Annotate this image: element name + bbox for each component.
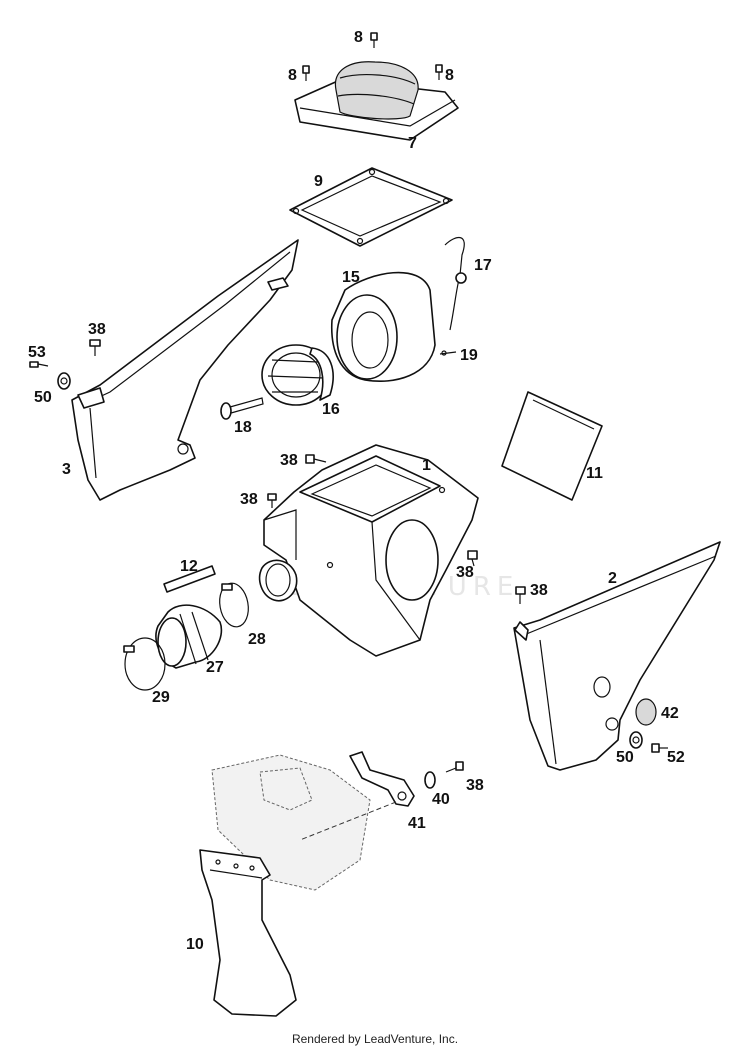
washer-40[interactable] xyxy=(424,771,436,789)
filter-card-11[interactable] xyxy=(501,391,603,501)
filter-cage[interactable] xyxy=(261,344,334,406)
washer-50-left[interactable] xyxy=(57,372,71,390)
callout-38: 38 xyxy=(530,582,548,599)
bolt-38-left[interactable] xyxy=(89,339,101,356)
callout-18: 18 xyxy=(234,419,252,436)
bolt-53[interactable] xyxy=(29,361,49,368)
callout-50: 50 xyxy=(616,749,634,766)
left-side-panel[interactable] xyxy=(71,239,299,501)
callout-10: 10 xyxy=(186,936,204,953)
callout-16: 16 xyxy=(322,401,340,418)
callout-28: 28 xyxy=(248,631,266,648)
bolt-38-bracket[interactable] xyxy=(445,761,464,773)
grommet-42[interactable] xyxy=(635,698,657,726)
screw-19[interactable] xyxy=(439,350,457,356)
callout-38: 38 xyxy=(280,452,298,469)
callout-7: 7 xyxy=(408,135,417,152)
callout-29: 29 xyxy=(152,689,170,706)
wire-clip[interactable] xyxy=(444,237,467,331)
callout-38: 38 xyxy=(88,321,106,338)
callout-11: 11 xyxy=(586,465,603,482)
right-side-panel[interactable] xyxy=(513,541,721,771)
intake-boot-27[interactable] xyxy=(155,604,223,669)
bolt-18[interactable] xyxy=(220,397,264,420)
assembly-leader-line xyxy=(299,801,397,841)
callout-17: 17 xyxy=(474,257,492,274)
callout-52: 52 xyxy=(667,749,685,766)
callout-3: 3 xyxy=(62,461,71,478)
callout-9: 9 xyxy=(314,173,323,190)
seal-strip-12[interactable] xyxy=(163,565,216,593)
hose-clamp-28[interactable] xyxy=(216,581,251,629)
mud-flap-10[interactable] xyxy=(199,849,297,1017)
callout-38: 38 xyxy=(466,777,484,794)
callout-12: 12 xyxy=(180,558,198,575)
callout-15: 15 xyxy=(342,269,360,286)
screw-8-top[interactable] xyxy=(370,32,378,48)
filter-cover[interactable] xyxy=(294,61,459,141)
callout-27: 27 xyxy=(206,659,224,676)
bolt-38-center[interactable] xyxy=(305,454,327,464)
callout-50: 50 xyxy=(34,389,52,406)
screw-8-right[interactable] xyxy=(435,64,443,80)
footer-credit: Rendered by LeadVenture, Inc. xyxy=(291,1032,459,1046)
callout-38: 38 xyxy=(240,491,258,508)
cover-gasket[interactable] xyxy=(289,167,453,247)
callout-1: 1 xyxy=(422,457,431,474)
air-filter-element[interactable] xyxy=(330,271,436,382)
bolt-52[interactable] xyxy=(651,743,668,753)
callout-40: 40 xyxy=(432,791,450,808)
bolt-38-mid-left[interactable] xyxy=(267,493,277,508)
hose-clamp-29[interactable] xyxy=(123,637,166,691)
airbox-housing[interactable] xyxy=(258,444,479,657)
callout-19: 19 xyxy=(460,347,478,364)
callout-2: 2 xyxy=(608,570,617,587)
callout-8: 8 xyxy=(288,67,297,84)
bolt-38-right[interactable] xyxy=(467,550,478,567)
callout-41: 41 xyxy=(408,815,426,832)
screw-8-left[interactable] xyxy=(302,65,310,81)
bolt-38-panel[interactable] xyxy=(515,586,526,604)
callout-8: 8 xyxy=(354,29,363,46)
callout-8: 8 xyxy=(445,67,454,84)
washer-50-right[interactable] xyxy=(629,731,643,749)
callout-53: 53 xyxy=(28,344,46,361)
callout-42: 42 xyxy=(661,705,679,722)
callout-38: 38 xyxy=(456,564,474,581)
mounting-bracket-41[interactable] xyxy=(349,751,415,807)
